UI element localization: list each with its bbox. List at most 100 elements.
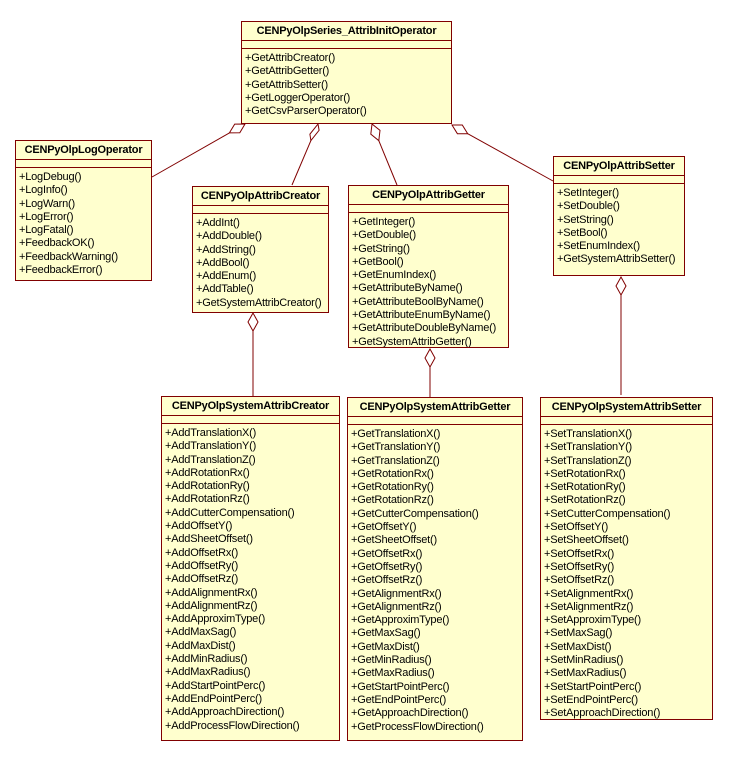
method-item: +SetSheetOffset() — [544, 534, 629, 547]
method-item: +GetMaxSag() — [351, 627, 421, 640]
method-item: +AddEnum() — [196, 270, 257, 283]
attributes-compartment — [348, 417, 522, 425]
method-item: +LogFatal() — [19, 224, 74, 237]
method-item: +GetBool() — [352, 255, 404, 268]
method-item: +GetAlignmentRx() — [351, 587, 442, 600]
method-item: +SetEndPointPerc() — [544, 693, 638, 706]
attributes-compartment — [541, 417, 712, 425]
method-item: +GetSystemAttribSetter() — [557, 253, 676, 266]
method-item: +GetCsvParserOperator() — [245, 105, 367, 118]
methods-compartment: +AddInt()+AddDouble()+AddString()+AddBoo… — [193, 214, 328, 312]
method-item: +AddTable() — [196, 283, 254, 296]
methods-compartment: +GetAttribCreator()+GetAttribGetter()+Ge… — [242, 49, 451, 123]
aggregation-diamond-init-creator — [309, 122, 320, 142]
class-title: CENPyOlpLogOperator — [16, 141, 151, 160]
method-item: +AddString() — [196, 243, 256, 256]
method-item: +SetStartPointPerc() — [544, 680, 642, 693]
class-box-series-attrib-init-operator[interactable]: CENPyOlpSeries_AttribInitOperator +GetAt… — [241, 21, 452, 124]
method-item: +GetApproachDirection() — [351, 707, 469, 720]
method-item: +GetRotationRx() — [351, 467, 434, 480]
method-item: +SetTranslationZ() — [544, 454, 632, 467]
class-title: CENPyOlpSystemAttribSetter — [541, 398, 712, 417]
class-box-log-operator[interactable]: CENPyOlpLogOperator +LogDebug()+LogInfo(… — [15, 140, 152, 281]
aggregation-diamond-creator-syscreator — [247, 311, 259, 333]
method-item: +AddMaxRadius() — [165, 666, 251, 679]
method-item: +SetMaxSag() — [544, 627, 613, 640]
method-item: +FeedbackError() — [19, 264, 103, 277]
method-item: +AddStartPointPerc() — [165, 679, 266, 692]
method-item: +LogInfo() — [19, 184, 68, 197]
class-box-system-attrib-getter[interactable]: CENPyOlpSystemAttribGetter +GetTranslati… — [347, 397, 523, 741]
method-item: +GetProcessFlowDirection() — [351, 720, 484, 733]
method-item: +AddAlignmentRx() — [165, 586, 258, 599]
method-item: +AddOffsetRx() — [165, 546, 239, 559]
method-item: +GetOffsetY() — [351, 521, 417, 534]
attributes-compartment — [349, 205, 508, 213]
method-item: +GetOffsetRz() — [351, 574, 423, 587]
methods-compartment: +AddTranslationX()+AddTranslationY() +Add… — [162, 424, 339, 740]
method-item: +GetAttribSetter() — [245, 78, 328, 91]
method-item: +GetEnumIndex() — [352, 269, 437, 282]
method-item: +GetApproximType() — [351, 614, 450, 627]
method-item: +GetMaxDist() — [351, 640, 420, 653]
method-item: +GetTranslationZ() — [351, 454, 440, 467]
method-item: +SetAlignmentRx() — [544, 587, 634, 600]
method-item: +GetLoggerOperator() — [245, 91, 351, 104]
class-box-attrib-getter[interactable]: CENPyOlpAttribGetter +GetInteger()+GetDo… — [348, 185, 509, 348]
method-item: +SetAlignmentRz() — [544, 600, 634, 613]
method-item: +AddSheetOffset() — [165, 533, 253, 546]
method-item: +AddOffsetRz() — [165, 573, 239, 586]
method-item: +GetAttributeByName() — [352, 282, 463, 295]
attributes-compartment — [16, 160, 151, 168]
aggregation-diamond-getter-sysgetter — [424, 347, 436, 369]
aggregation-diamond-setter-syssetter — [615, 275, 627, 297]
method-item: +SetInteger() — [557, 187, 619, 199]
method-item: +AddAlignmentRz() — [165, 599, 258, 612]
attributes-compartment — [242, 41, 451, 49]
class-title: CENPyOlpAttribCreator — [193, 187, 328, 206]
method-item: +AddTranslationY() — [165, 440, 257, 453]
method-item: +GetOffsetRy() — [351, 560, 423, 573]
method-item: +AddEndPointPerc() — [165, 692, 262, 705]
method-item: +GetTranslationX() — [351, 428, 441, 440]
method-item: +GetDouble() — [352, 229, 416, 242]
class-box-system-attrib-setter[interactable]: CENPyOlpSystemAttribSetter +SetTranslati… — [540, 397, 713, 720]
method-item: +SetTranslationY() — [544, 441, 633, 454]
method-item: +SetDouble() — [557, 200, 620, 213]
aggregation-diamond-init-setter — [451, 124, 469, 135]
method-item: +SetTranslationX() — [544, 428, 633, 440]
aggregation-diamond-init-getter — [370, 123, 381, 142]
method-item: +AddDouble() — [196, 230, 262, 243]
method-item: +GetAttribCreator() — [245, 52, 336, 64]
class-title: CENPyOlpSystemAttribCreator — [162, 397, 339, 416]
class-box-attrib-setter[interactable]: CENPyOlpAttribSetter +SetInteger()+SetDo… — [553, 156, 685, 276]
method-item: +SetApproximType() — [544, 614, 641, 627]
method-item: +SetRotationRz() — [544, 494, 626, 507]
method-item: +AddTranslationX() — [165, 427, 257, 439]
method-item: +GetSheetOffset() — [351, 534, 437, 547]
class-title: CENPyOlpSeries_AttribInitOperator — [242, 22, 451, 41]
methods-compartment: +GetInteger()+GetDouble()+GetString()+Ge… — [349, 213, 508, 347]
class-title: CENPyOlpSystemAttribGetter — [348, 398, 522, 417]
method-item: +SetOffsetRz() — [544, 574, 615, 587]
connector-init-getter — [378, 140, 398, 186]
methods-compartment: +GetTranslationX()+GetTranslationY()+Get… — [348, 425, 522, 740]
method-item: +GetEndPointPerc() — [351, 693, 447, 706]
attributes-compartment — [554, 176, 684, 184]
methods-compartment: +SetInteger()+SetDouble()+SetString()+Se… — [554, 184, 684, 275]
method-item: +SetMaxDist() — [544, 640, 612, 653]
class-box-attrib-creator[interactable]: CENPyOlpAttribCreator +AddInt()+AddDoubl… — [192, 186, 329, 313]
method-item: +FeedbackOK() — [19, 237, 95, 250]
method-item: +FeedbackWarning() — [19, 250, 119, 263]
connector-init-log — [151, 132, 230, 178]
method-item: +SetOffsetRx() — [544, 547, 615, 560]
class-box-system-attrib-creator[interactable]: CENPyOlpSystemAttribCreator +AddTranslat… — [161, 396, 340, 741]
method-item: +SetOffsetRy() — [544, 560, 615, 573]
method-item: +SetOffsetY() — [544, 521, 609, 534]
method-item: +GetMinRadius() — [351, 654, 432, 667]
class-title: CENPyOlpAttribGetter — [349, 186, 508, 205]
connector-init-creator — [291, 140, 312, 186]
method-item: +GetOffsetRx() — [351, 547, 423, 560]
method-item: +SetString() — [557, 213, 614, 226]
